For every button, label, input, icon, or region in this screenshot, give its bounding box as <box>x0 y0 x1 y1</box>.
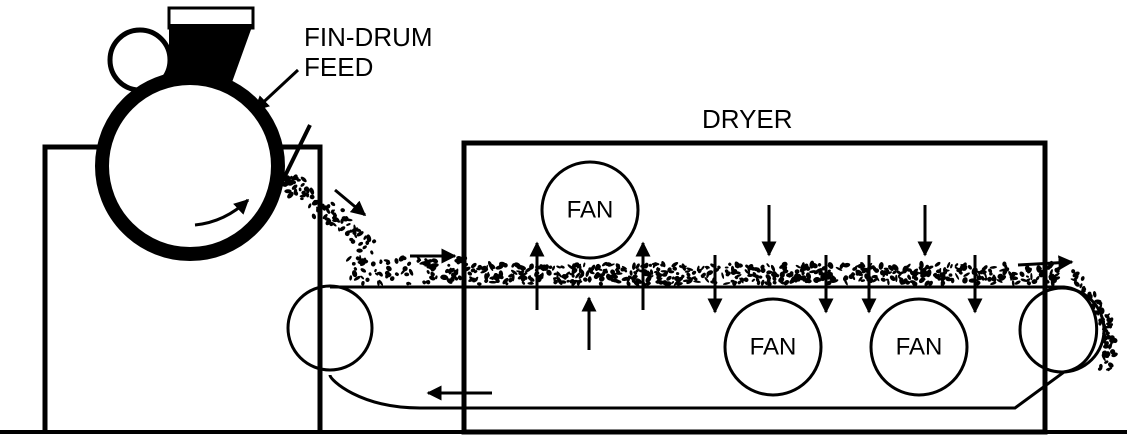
belt-roller-left <box>286 284 374 372</box>
feed-callout-line <box>253 68 300 112</box>
fan-upper-label: FAN <box>567 196 614 223</box>
fan-lower-left-label: FAN <box>750 333 797 360</box>
feed-label: FEED <box>304 52 373 82</box>
flow-arrow-exit <box>1017 255 1074 271</box>
flow-arrow-chute <box>334 188 367 217</box>
airflow-arrows <box>529 205 983 350</box>
fan-lower-left <box>723 297 823 397</box>
drum-scraper <box>280 124 312 183</box>
conveyor-belt <box>328 285 1099 410</box>
fin-drum <box>95 71 285 261</box>
drum-rotation-arrow <box>194 198 250 227</box>
fan-lower-right-label: FAN <box>896 333 943 360</box>
fan-upper <box>540 160 640 260</box>
dryer-label: DRYER <box>702 104 793 134</box>
fan-lower-right <box>869 297 969 397</box>
granular-material <box>278 174 1118 372</box>
fin-drum-label: FIN-DRUM <box>304 22 433 52</box>
material-flow-arrows <box>334 188 1074 401</box>
belt-roller-right <box>1018 286 1106 374</box>
